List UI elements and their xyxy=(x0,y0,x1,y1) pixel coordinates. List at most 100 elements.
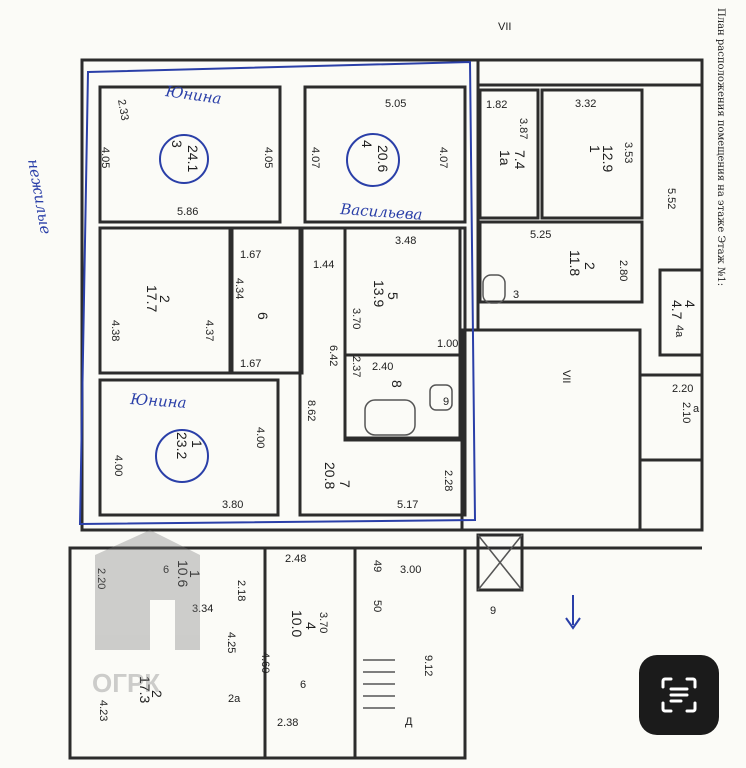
room-1a xyxy=(478,88,540,220)
svg-text:1.67: 1.67 xyxy=(240,358,261,370)
room-area: 10.0 xyxy=(289,610,305,637)
svg-text:1.67: 1.67 xyxy=(240,249,261,261)
room-number: 1 xyxy=(187,570,203,578)
room-3 xyxy=(98,85,282,224)
room-6 xyxy=(230,226,304,375)
room-number: 3 xyxy=(169,140,185,148)
svg-text:a: a xyxy=(693,403,700,415)
room-area: 24.1 xyxy=(185,145,201,172)
svg-text:8.62: 8.62 xyxy=(305,400,317,421)
svg-text:1.82: 1.82 xyxy=(486,99,507,111)
svg-text:3.87: 3.87 xyxy=(517,118,529,139)
svg-text:2.33: 2.33 xyxy=(115,98,131,121)
section-label: VII xyxy=(498,21,511,33)
room-number: 2 xyxy=(582,262,598,270)
svg-text:4.00: 4.00 xyxy=(254,427,266,448)
svg-text:4.60: 4.60 xyxy=(259,652,271,673)
room-number: 4 xyxy=(303,622,319,630)
ink-circle xyxy=(159,134,209,184)
svg-text:5.52: 5.52 xyxy=(665,188,677,209)
room-area: 10.6 xyxy=(175,560,191,587)
svg-text:5.05: 5.05 xyxy=(385,98,406,110)
bathtub xyxy=(364,399,416,436)
room-number: 7 xyxy=(337,480,353,488)
svg-text:9: 9 xyxy=(490,605,496,617)
svg-text:5.25: 5.25 xyxy=(530,229,551,241)
svg-text:3: 3 xyxy=(513,289,519,301)
svg-text:4.05: 4.05 xyxy=(99,147,111,168)
plan-title: План расположения помещения на этаже Эта… xyxy=(715,8,726,286)
svg-text:4.37: 4.37 xyxy=(203,320,215,341)
room-number: 1 xyxy=(189,440,205,448)
svg-text:3.53: 3.53 xyxy=(622,142,634,163)
svg-text:3.00: 3.00 xyxy=(400,564,421,576)
svg-text:6: 6 xyxy=(300,679,306,691)
room-area: 23.2 xyxy=(174,432,190,459)
room-number: 4 xyxy=(682,300,698,308)
svg-text:5.17: 5.17 xyxy=(397,499,418,511)
svg-text:6.42: 6.42 xyxy=(327,345,339,366)
note-nonresidential: нежилые xyxy=(24,158,55,236)
svg-text:4.07: 4.07 xyxy=(437,147,449,168)
room-area: 7.4 xyxy=(512,150,528,170)
ink-circle xyxy=(155,429,209,483)
room-area: 11.8 xyxy=(567,250,583,276)
room-number: 8 xyxy=(389,380,405,388)
dimension-labels: 2.33 4.05 4.05 5.86 5.05 4.07 4.07 1.82 … xyxy=(95,98,693,729)
svg-text:2.18: 2.18 xyxy=(235,580,247,601)
room-area: 4.7 xyxy=(669,300,685,320)
scan-text-icon xyxy=(661,677,697,713)
scan-text-button[interactable] xyxy=(639,655,719,735)
svg-text:4.07: 4.07 xyxy=(309,147,321,168)
ink-outline xyxy=(78,60,477,526)
stair-block xyxy=(460,328,642,532)
svg-text:3.70: 3.70 xyxy=(317,612,329,633)
toilet xyxy=(482,274,506,304)
room-number: 4 xyxy=(359,140,375,148)
room-area: 20.6 xyxy=(375,145,391,172)
room-area: 12.9 xyxy=(600,145,616,172)
room-4 xyxy=(303,85,467,224)
room-area: 17.3 xyxy=(137,676,153,703)
room-1-left xyxy=(98,378,280,517)
note-tenant-bottom: Юнина xyxy=(129,390,187,412)
ogrk-watermark: ОГРК xyxy=(92,530,200,698)
svg-text:4.00: 4.00 xyxy=(112,455,124,476)
svg-text:50: 50 xyxy=(371,600,383,612)
svg-text:1.00: 1.00 xyxy=(437,338,458,350)
svg-text:9.12: 9.12 xyxy=(422,655,434,676)
svg-text:6: 6 xyxy=(163,564,169,576)
svg-text:4a: 4a xyxy=(673,325,685,338)
svg-text:2.80: 2.80 xyxy=(617,260,629,281)
svg-text:2.20: 2.20 xyxy=(672,383,693,395)
room-area: 20.8 xyxy=(322,462,338,489)
section-label: VII xyxy=(560,370,572,383)
room-2-top xyxy=(478,220,644,304)
svg-text:3.48: 3.48 xyxy=(395,235,416,247)
note-tenant-center: Васильева xyxy=(339,200,423,224)
svg-text:4.38: 4.38 xyxy=(109,320,121,341)
small-labels: 3 9 4a a 9 49 50 6 2a Д 6 xyxy=(163,289,700,728)
svg-text:2.20: 2.20 xyxy=(95,568,107,589)
svg-text:4.23: 4.23 xyxy=(97,700,109,721)
room-area: 17.7 xyxy=(144,285,160,312)
room-4-right xyxy=(658,268,704,357)
room-8 xyxy=(343,353,462,442)
svg-text:1.44: 1.44 xyxy=(313,259,334,271)
sink xyxy=(429,384,453,411)
svg-text:4.34: 4.34 xyxy=(233,278,245,299)
elevator xyxy=(476,533,524,592)
svg-text:Д: Д xyxy=(405,716,413,728)
svg-text:2.37: 2.37 xyxy=(350,356,362,377)
svg-text:2.10: 2.10 xyxy=(680,402,692,423)
ink-circle xyxy=(346,133,400,187)
svg-text:3.32: 3.32 xyxy=(575,98,596,110)
room-number: 5 xyxy=(385,292,401,300)
svg-text:3.34: 3.34 xyxy=(192,603,213,615)
watermark-text: ОГРК xyxy=(92,668,160,698)
svg-text:2.40: 2.40 xyxy=(372,361,393,373)
room-labels: 3 24.1 4 20.6 1 a 7.4 1 12.9 2 11.8 4 4.7… xyxy=(137,140,698,703)
svg-text:3.80: 3.80 xyxy=(222,499,243,511)
svg-text:4.05: 4.05 xyxy=(262,147,274,168)
